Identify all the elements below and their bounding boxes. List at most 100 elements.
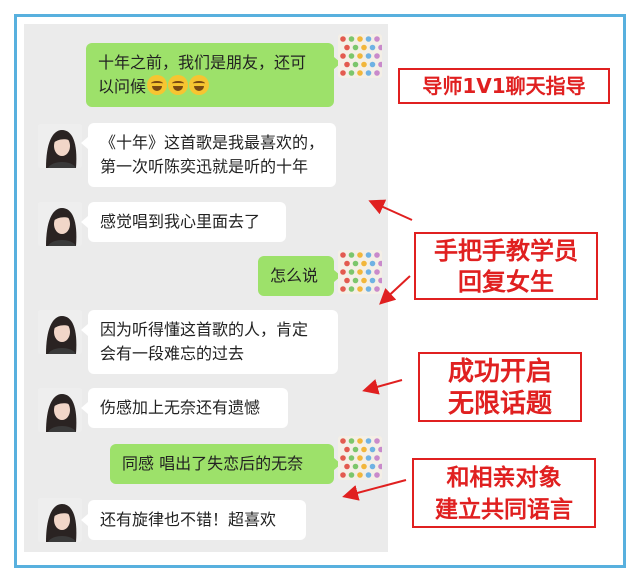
annotation-text: 成功开启 [447,357,552,387]
avatar-dot [374,472,380,478]
chat-bubble-received: 还有旋律也不错！超喜欢 [81,500,306,540]
message-text: 还有旋律也不错！超喜欢 [100,510,277,529]
avatar-dot [365,286,372,292]
woman-portrait-icon [38,124,82,168]
avatar-dot [378,61,382,68]
avatar-dot [369,463,376,470]
avatar-dot [348,455,355,461]
avatar-dot [365,455,372,461]
avatar-dot [357,472,363,478]
chat-bubble-received: 伤感加上无奈还有遗憾 [81,388,288,428]
avatar-dot [361,260,367,267]
avatar-dot [365,53,372,59]
annotation-box: 成功开启 无限话题 [418,352,582,422]
avatar-dot [348,36,355,42]
annotation-text: 和相亲对象 [446,465,562,491]
woman-portrait-icon [38,310,82,354]
annotation-box: 手把手教学员 回复女生 [414,232,598,300]
avatar-dot [348,269,355,275]
avatar-dot [340,36,346,42]
laughing-emoji-icon [189,75,210,95]
avatar-dot [374,53,380,59]
annotation-text: 导师1V1聊天指导 [422,74,586,98]
avatar-dot [340,70,346,76]
avatar-dot [365,252,372,258]
avatar-dot [357,36,363,42]
avatar-dot [344,44,350,51]
avatar-dot [361,446,367,453]
annotation-text: 无限话题 [447,389,552,419]
chat-bubble-sent: 同感 唱出了失恋后的无奈 [110,444,341,484]
chat-panel: 十年之前，我们是朋友，还可 以问候 《十年》这首歌是我最喜欢的， 第一次听陈奕迅… [24,24,388,552]
avatar-dot [369,446,376,453]
avatar-dot [365,36,372,42]
avatar-dot [344,61,350,68]
avatar-dot [365,269,372,275]
avatar-dot [369,44,376,51]
avatar-dot [374,438,380,444]
contact-avatar[interactable] [38,202,82,246]
avatar-dot [357,70,363,76]
bubble-tail [334,57,341,69]
avatar-dot [344,463,350,470]
contact-avatar[interactable] [38,388,82,432]
bubble-tail [81,402,88,414]
contact-avatar[interactable] [38,310,82,354]
avatar-dot [357,269,363,275]
woman-portrait-icon [38,498,82,542]
my-avatar[interactable] [338,250,382,294]
my-avatar[interactable] [338,34,382,78]
avatar-dot [357,438,363,444]
avatar-dot [340,252,346,258]
chat-bubble-received: 因为听得懂这首歌的人，肯定 会有一段难忘的过去 [81,310,338,374]
avatar-dot [378,277,382,284]
contact-avatar[interactable] [38,124,82,168]
avatar-dot [348,252,355,258]
avatar-dot [352,44,359,51]
annotation-box: 和相亲对象 建立共同语言 [412,458,596,528]
avatar-dot [348,70,355,76]
avatar-dot [344,446,350,453]
avatar-dot [378,446,382,453]
avatar-dot [378,44,382,51]
woman-portrait-icon [38,388,82,432]
avatar-dot [352,277,359,284]
message-text: 同感 唱出了失恋后的无奈 [122,454,304,473]
message-text: 怎么说 [270,266,319,285]
bubble-tail [334,458,341,470]
polka-dot-avatar-icon [340,36,382,76]
annotation-text: 回复女生 [458,268,554,296]
avatar-dot [378,463,382,470]
my-avatar[interactable] [338,436,382,480]
polka-dot-avatar-icon [340,438,382,478]
message-text: 因为听得懂这首歌的人，肯定 [100,320,309,339]
avatar-dot [369,277,376,284]
avatar-dot [374,252,380,258]
message-text: 感觉唱到我心里面去了 [100,212,261,231]
chat-bubble-received: 感觉唱到我心里面去了 [81,202,286,242]
avatar-dot [340,286,346,292]
message-text: 伤感加上无奈还有遗憾 [100,398,261,417]
avatar-dot [340,438,346,444]
avatar-dot [344,277,350,284]
avatar-dot [361,61,367,68]
annotation-text: 手把手教学员 [434,237,578,265]
laughing-emoji-icon [168,75,189,95]
chat-bubble-received: 《十年》这首歌是我最喜欢的， 第一次听陈奕迅就是听的十年 [81,123,336,187]
avatar-dot [374,286,380,292]
avatar-dot [361,44,367,51]
avatar-dot [378,260,382,267]
avatar-dot [348,438,355,444]
avatar-dot [374,36,380,42]
avatar-dot [348,53,355,59]
message-text: 《十年》这首歌是我最喜欢的， [100,133,325,152]
polka-dot-avatar-icon [340,252,382,292]
annotation-box: 导师1V1聊天指导 [398,68,610,104]
message-text: 会有一段难忘的过去 [100,344,245,363]
chat-bubble-sent: 怎么说 [258,256,341,296]
contact-avatar[interactable] [38,498,82,542]
chat-bubble-sent: 十年之前，我们是朋友，还可 以问候 [86,43,341,107]
message-text: 十年之前，我们是朋友，还可 [98,53,307,72]
avatar-dot [369,61,376,68]
avatar-dot [357,286,363,292]
